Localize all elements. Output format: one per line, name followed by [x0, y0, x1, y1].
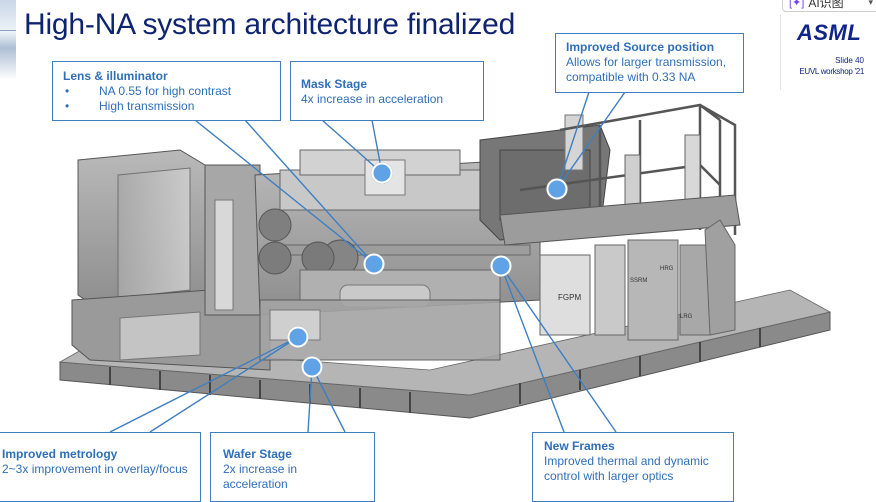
fgpm-label: FGPM: [558, 293, 581, 302]
lens-illuminator-marker[interactable]: [363, 253, 385, 275]
callout-text-line: Allows for larger transmission,: [566, 55, 727, 69]
source-position-marker[interactable]: [546, 178, 568, 200]
callout-source-position: Improved Source position Allows for larg…: [555, 33, 744, 93]
callout-text-line: compatible with 0.33 NA: [566, 70, 696, 84]
left-cabinets: [71, 149, 271, 371]
callout-new-frames: New Frames Improved thermal and dynamic …: [532, 432, 734, 502]
lrg-label: LRG: [680, 314, 693, 320]
callout-heading: Improved Source position: [566, 40, 715, 54]
callout-heading: Mask Stage: [301, 77, 368, 91]
ai-image-recognition-button[interactable]: [✦] AI识图 ▾: [782, 0, 876, 12]
callout-mask-stage: Mask Stage 4x increase in acceleration: [290, 61, 484, 121]
ai-image-label: AI识图: [808, 0, 844, 10]
right-cabinets: FGPM SSRM LRG HRG: [539, 219, 736, 341]
logo-panel: [780, 14, 876, 90]
callout-text: 4x increase in acceleration: [301, 92, 444, 106]
callout-heading: Lens & illuminator: [63, 69, 168, 83]
bullet-item: NA 0.55 for high contrast: [63, 84, 270, 99]
event-label: EUVL workshop '21: [799, 67, 864, 76]
slide-edge-decoration: [0, 0, 16, 80]
slide-title: High-NA system architecture finalized: [24, 8, 516, 41]
ai-icon: [✦]: [789, 0, 805, 9]
ssrm-label: SSRM: [630, 278, 647, 284]
callout-text-line: control with larger optics: [544, 469, 674, 483]
callout-heading: New Frames: [544, 439, 615, 453]
central-module: [254, 149, 541, 361]
callout-text-line: Improved thermal and dynamic: [544, 454, 709, 468]
callout-improved-metrology: Improved metrology 2~3x improvement in o…: [0, 432, 201, 502]
callout-heading: Improved metrology: [2, 447, 118, 461]
chevron-down-icon[interactable]: ▾: [868, 0, 873, 7]
metrology-marker[interactable]: [287, 326, 309, 348]
callout-wafer-stage: Wafer Stage 2x increase in acceleration: [210, 432, 375, 502]
slide-number: Slide 40: [835, 56, 864, 65]
source-module: [479, 103, 741, 246]
hrg-label: HRG: [660, 266, 674, 272]
callout-text: 2~3x improvement in overlay/focus: [2, 462, 188, 476]
bullet-item: High transmission: [63, 99, 270, 114]
asml-logo: ASML: [797, 20, 862, 45]
high-na-machine-illustration: FGPM SSRM LRG HRG: [58, 91, 832, 433]
callout-lens-illuminator: Lens & illuminator NA 0.55 for high cont…: [52, 61, 281, 121]
callout-heading: Wafer Stage: [223, 447, 292, 461]
mask-stage-marker[interactable]: [371, 162, 393, 184]
new-frames-marker[interactable]: [490, 255, 512, 277]
wafer-stage-marker[interactable]: [301, 356, 323, 378]
